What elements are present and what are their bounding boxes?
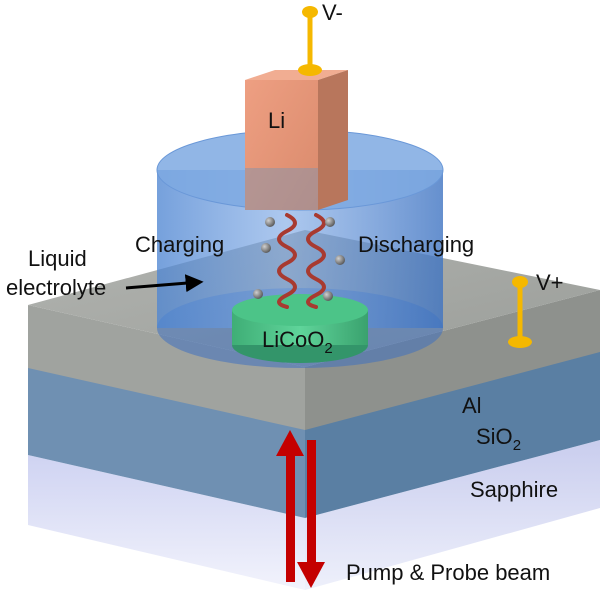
v-minus-label: V- xyxy=(322,0,343,25)
beam-label: Pump & Probe beam xyxy=(346,560,550,585)
sio2-label: SiO2 xyxy=(476,424,521,454)
electrolyte-label: electrolyte xyxy=(6,275,106,300)
li-ion xyxy=(265,217,275,227)
licoo2-label-main: LiCoO xyxy=(262,327,324,352)
al-layer-front xyxy=(28,305,305,430)
li-label: Li xyxy=(268,108,285,133)
ion-wave-left xyxy=(277,213,297,309)
li-ion xyxy=(335,255,345,265)
li-ion xyxy=(325,217,335,227)
pump-probe-arrows xyxy=(276,430,325,588)
ion-wave-right xyxy=(306,213,326,309)
licoo2-cathode xyxy=(232,294,368,363)
sapphire-layer-side xyxy=(305,440,600,590)
li-anode xyxy=(245,70,348,210)
liquid-label: Liquid xyxy=(28,246,87,271)
charging-label: Charging xyxy=(135,232,224,257)
svg-text:LiCoO2: LiCoO2 xyxy=(262,327,333,357)
licoo2-label: LiCoO2 xyxy=(262,327,333,357)
sio2-label-main: SiO xyxy=(476,424,513,449)
al-layer-side xyxy=(305,290,600,430)
v-plus-electrode xyxy=(508,276,532,348)
discharging-label: Discharging xyxy=(358,232,474,257)
li-ion xyxy=(253,289,263,299)
electrolyte-pointer-arrow xyxy=(125,274,204,293)
li-ion xyxy=(261,243,271,253)
sio2-label-sub: 2 xyxy=(513,437,521,454)
al-label: Al xyxy=(462,393,482,418)
v-plus-label: V+ xyxy=(536,270,564,295)
v-minus-electrode xyxy=(298,6,322,76)
svg-text:SiO2: SiO2 xyxy=(476,424,521,454)
li-ion xyxy=(323,291,333,301)
sapphire-layer-front xyxy=(28,455,305,590)
licoo2-label-sub: 2 xyxy=(324,340,332,357)
sapphire-label: Sapphire xyxy=(470,477,558,502)
li-ions xyxy=(253,217,345,301)
